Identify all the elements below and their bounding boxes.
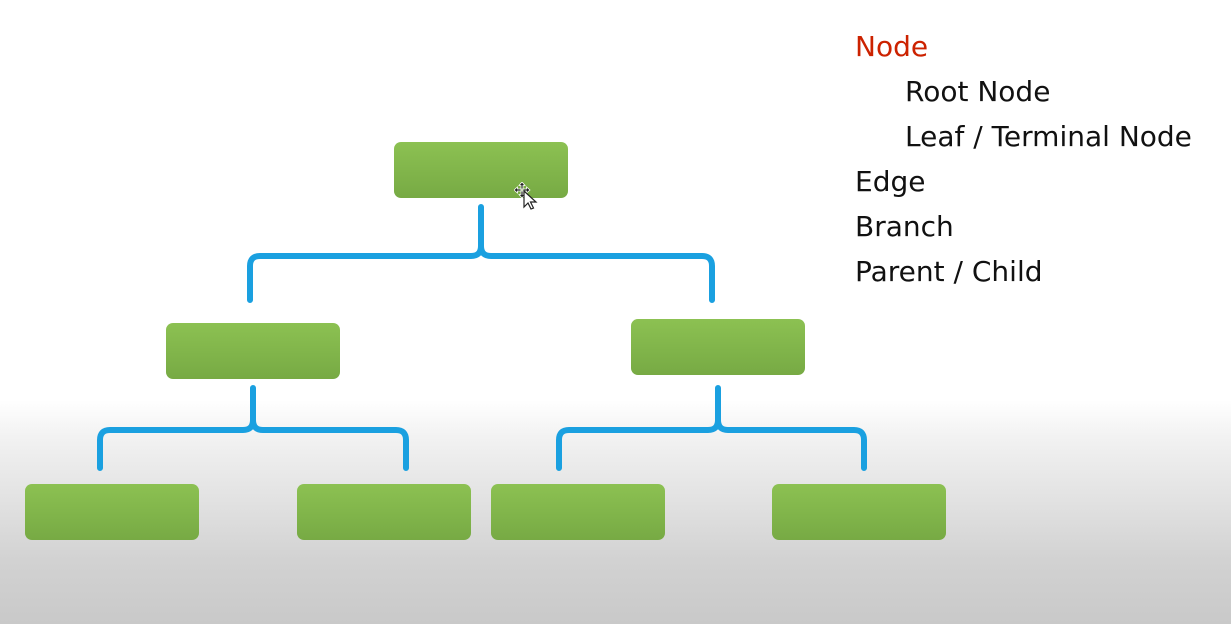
- leaf-node-4: [772, 484, 946, 540]
- legend-term-root-node: Root Node: [905, 75, 1051, 108]
- legend-term-branch: Branch: [855, 210, 954, 243]
- leaf-node-2: [297, 484, 471, 540]
- root-branch-bracket: [247, 204, 715, 303]
- leaf-node-3: [491, 484, 665, 540]
- nodes-layer: [25, 142, 946, 540]
- edges-layer: [97, 204, 867, 471]
- leaf-node-1: [25, 484, 199, 540]
- branch-bracket-1: [97, 385, 409, 471]
- legend-term-leaf-terminal-node: Leaf / Terminal Node: [905, 120, 1192, 153]
- internal-node-2: [631, 319, 805, 375]
- legend-term-node: Node: [855, 30, 929, 63]
- root-node: [394, 142, 568, 198]
- legend-term-parent-child: Parent / Child: [855, 255, 1043, 288]
- move-cursor-icon: [514, 182, 538, 210]
- internal-node-1: [166, 323, 340, 379]
- legend-term-edge: Edge: [855, 165, 926, 198]
- branch-bracket-2: [556, 385, 867, 471]
